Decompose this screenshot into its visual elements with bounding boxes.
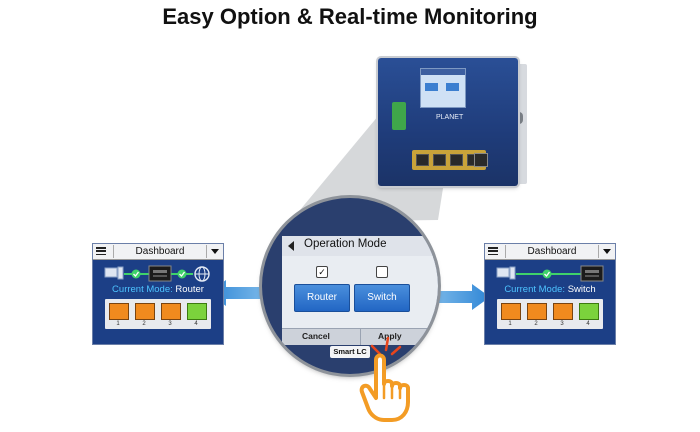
footer-divider xyxy=(360,329,361,345)
port-number: 3 xyxy=(560,321,564,327)
port-status-icon xyxy=(501,303,521,320)
port-status-icon xyxy=(161,303,181,320)
dashboard-title: Dashboard xyxy=(113,245,207,258)
port-status-bar: 1 2 3 4 xyxy=(497,299,603,329)
dropdown-arrow-icon[interactable] xyxy=(211,249,219,254)
current-mode-text: Current Mode: Router xyxy=(93,284,223,295)
device-mount-hole xyxy=(515,112,523,124)
current-mode-label: Current Mode: xyxy=(504,284,566,295)
poe-switch-device: PLANET xyxy=(378,58,518,186)
device-port xyxy=(416,154,429,166)
current-mode-value: Switch xyxy=(567,284,596,295)
dashboard-title: Dashboard xyxy=(505,245,599,258)
back-triangle-icon[interactable] xyxy=(288,241,294,251)
current-mode-text: Current Mode: Switch xyxy=(485,284,615,295)
device-uplink-port xyxy=(474,153,488,167)
page-title: Easy Option & Real-time Monitoring xyxy=(162,4,538,29)
port-number: 4 xyxy=(586,321,590,327)
arrow-right-icon xyxy=(418,284,490,310)
operation-mode-options: ✓ Router Switch xyxy=(282,256,438,328)
power-terminal-block xyxy=(392,102,406,130)
operation-mode-footer: Cancel Apply xyxy=(282,328,438,345)
port-number: 3 xyxy=(168,321,172,327)
dashboard-bar: Dashboard xyxy=(93,244,223,260)
port-number: 1 xyxy=(508,321,512,327)
port-number: 2 xyxy=(142,321,146,327)
current-mode-value: Router xyxy=(175,284,204,295)
hand-pointer-icon xyxy=(359,353,410,422)
device-brand: PLANET xyxy=(436,114,464,121)
router-checkbox[interactable]: ✓ xyxy=(316,266,328,278)
switch-checkbox[interactable] xyxy=(376,266,388,278)
switch-button[interactable]: Switch xyxy=(354,284,410,312)
port-number: 4 xyxy=(194,321,198,327)
device-port xyxy=(433,154,446,166)
port-number: 1 xyxy=(116,321,120,327)
port-status-icon xyxy=(527,303,547,320)
device-lcd-switch-button xyxy=(446,83,459,91)
device-lcd xyxy=(420,68,466,108)
device-lcd-router-button xyxy=(425,83,438,91)
device-port xyxy=(450,154,463,166)
port-number: 2 xyxy=(534,321,538,327)
port-status-icon xyxy=(109,303,129,320)
current-mode-label: Current Mode: xyxy=(112,284,173,295)
cancel-button[interactable]: Cancel xyxy=(302,331,330,341)
apply-button[interactable]: Apply xyxy=(378,331,402,341)
tap-spark-icon xyxy=(370,336,402,356)
device-lcd-titlebar xyxy=(421,69,465,75)
operation-mode-title: Operation Mode xyxy=(304,238,387,250)
dashboard-bar: Dashboard xyxy=(485,244,615,260)
port-status-icon xyxy=(553,303,573,320)
left-dashboard-panel: Dashboard Current Mode: Router 1 2 3 4 xyxy=(92,243,224,345)
lcd-zoom-circle: Operation Mode ✓ Router Switch Cancel Ap… xyxy=(262,198,438,374)
switch-topology-diagram xyxy=(496,265,604,282)
arrow-left-icon xyxy=(208,280,280,306)
port-status-icon xyxy=(579,303,599,320)
right-dashboard-panel: Dashboard Current Mode: Switch 1 2 3 4 xyxy=(484,243,616,345)
router-topology-diagram xyxy=(104,265,210,282)
port-status-icon xyxy=(135,303,155,320)
hamburger-menu-icon[interactable] xyxy=(96,247,106,256)
hamburger-menu-icon[interactable] xyxy=(488,247,498,256)
port-status-bar: 1 2 3 4 xyxy=(105,299,211,329)
device-poe-ports xyxy=(412,150,486,170)
smart-lcd-label: Smart LC xyxy=(330,346,370,358)
router-button[interactable]: Router xyxy=(294,284,350,312)
port-status-icon xyxy=(187,303,207,320)
operation-mode-header: Operation Mode xyxy=(282,236,438,257)
dropdown-arrow-icon[interactable] xyxy=(603,249,611,254)
